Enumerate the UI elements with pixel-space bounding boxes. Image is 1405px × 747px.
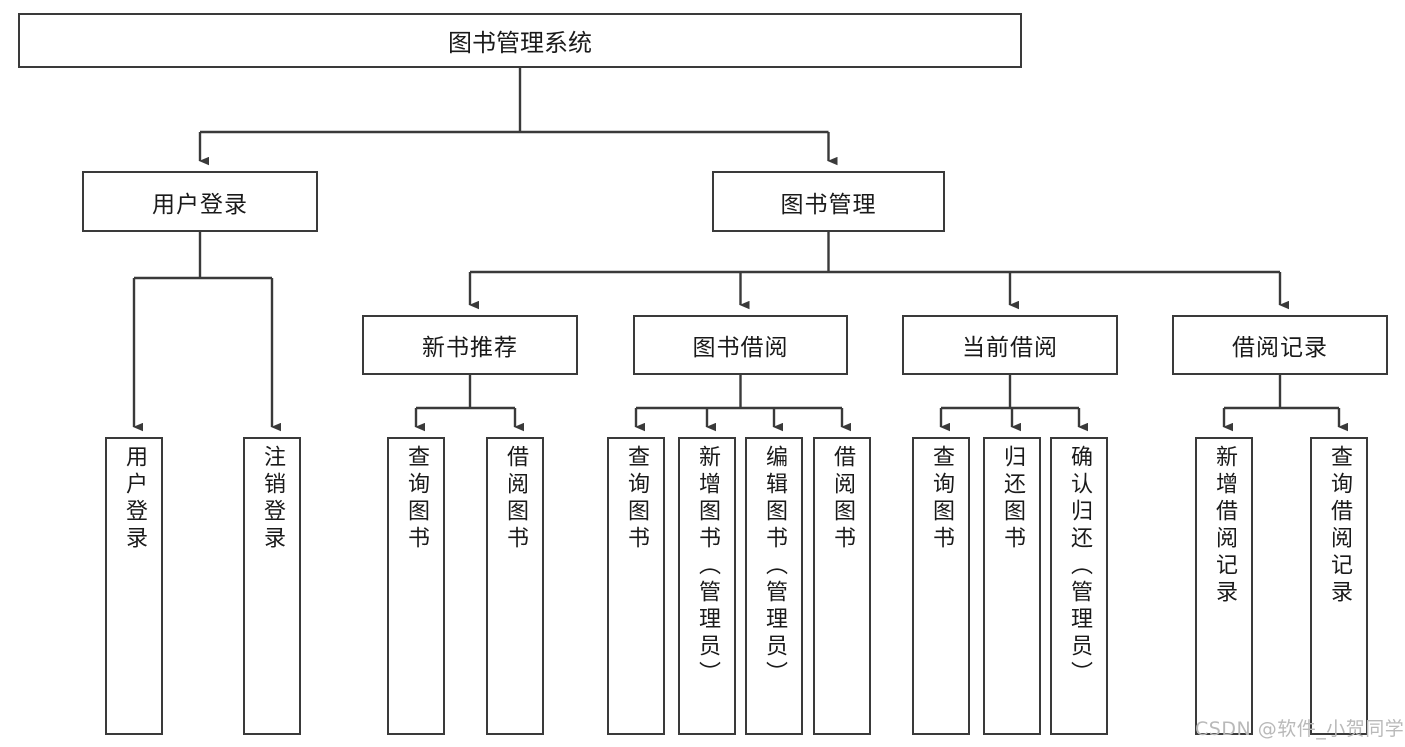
node-leaf-query-book-2[interactable]: 查询图书 [607, 437, 665, 735]
node-new-book-rec[interactable]: 新书推荐 [362, 315, 578, 375]
node-label: 图书管理系统 [448, 29, 592, 57]
node-leaf-user-logout[interactable]: 注销登录 [243, 437, 301, 735]
node-label: 查询图书 [929, 445, 954, 553]
node-label: 新增图书（管理员） [695, 445, 720, 688]
node-label: 新增借阅记录 [1212, 445, 1237, 607]
node-label: 归还图书 [1000, 445, 1025, 553]
node-leaf-query-record[interactable]: 查询借阅记录 [1310, 437, 1368, 735]
node-label: 用户登录 [152, 191, 248, 218]
node-label: 图书借阅 [692, 335, 789, 361]
node-leaf-edit-book[interactable]: 编辑图书（管理员） [745, 437, 803, 735]
node-leaf-add-book[interactable]: 新增图书（管理员） [678, 437, 736, 735]
node-leaf-borrow-book-2[interactable]: 借阅图书 [813, 437, 871, 735]
node-book-manage[interactable]: 图书管理 [712, 171, 945, 232]
node-label: 用户登录 [122, 445, 147, 553]
node-leaf-add-record[interactable]: 新增借阅记录 [1195, 437, 1253, 735]
node-label: 确认归还（管理员） [1067, 445, 1092, 688]
node-user-login[interactable]: 用户登录 [82, 171, 318, 232]
node-book-borrow[interactable]: 图书借阅 [633, 315, 848, 375]
node-leaf-return-book[interactable]: 归还图书 [983, 437, 1041, 735]
node-label: 新书推荐 [422, 335, 518, 361]
csdn-watermark: CSDN @软件_小贺同学 [1195, 718, 1405, 740]
node-label: 注销登录 [260, 445, 285, 553]
node-label: 当前借阅 [962, 335, 1058, 361]
node-label: 查询图书 [624, 445, 649, 553]
node-leaf-query-book-1[interactable]: 查询图书 [387, 437, 445, 735]
node-leaf-confirm-return[interactable]: 确认归还（管理员） [1050, 437, 1108, 735]
node-label: 图书管理 [780, 191, 877, 218]
node-leaf-borrow-book-1[interactable]: 借阅图书 [486, 437, 544, 735]
node-label: 借阅图书 [503, 445, 528, 553]
node-label: 编辑图书（管理员） [762, 445, 787, 688]
node-leaf-user-login[interactable]: 用户登录 [105, 437, 163, 735]
node-label: 借阅图书 [830, 445, 855, 553]
node-label: 查询借阅记录 [1327, 445, 1352, 607]
node-borrow-record[interactable]: 借阅记录 [1172, 315, 1388, 375]
node-leaf-query-book-3[interactable]: 查询图书 [912, 437, 970, 735]
node-label: 查询图书 [404, 445, 429, 553]
node-label: 借阅记录 [1232, 335, 1328, 361]
node-root[interactable]: 图书管理系统 [18, 13, 1022, 68]
node-current-borrow[interactable]: 当前借阅 [902, 315, 1118, 375]
